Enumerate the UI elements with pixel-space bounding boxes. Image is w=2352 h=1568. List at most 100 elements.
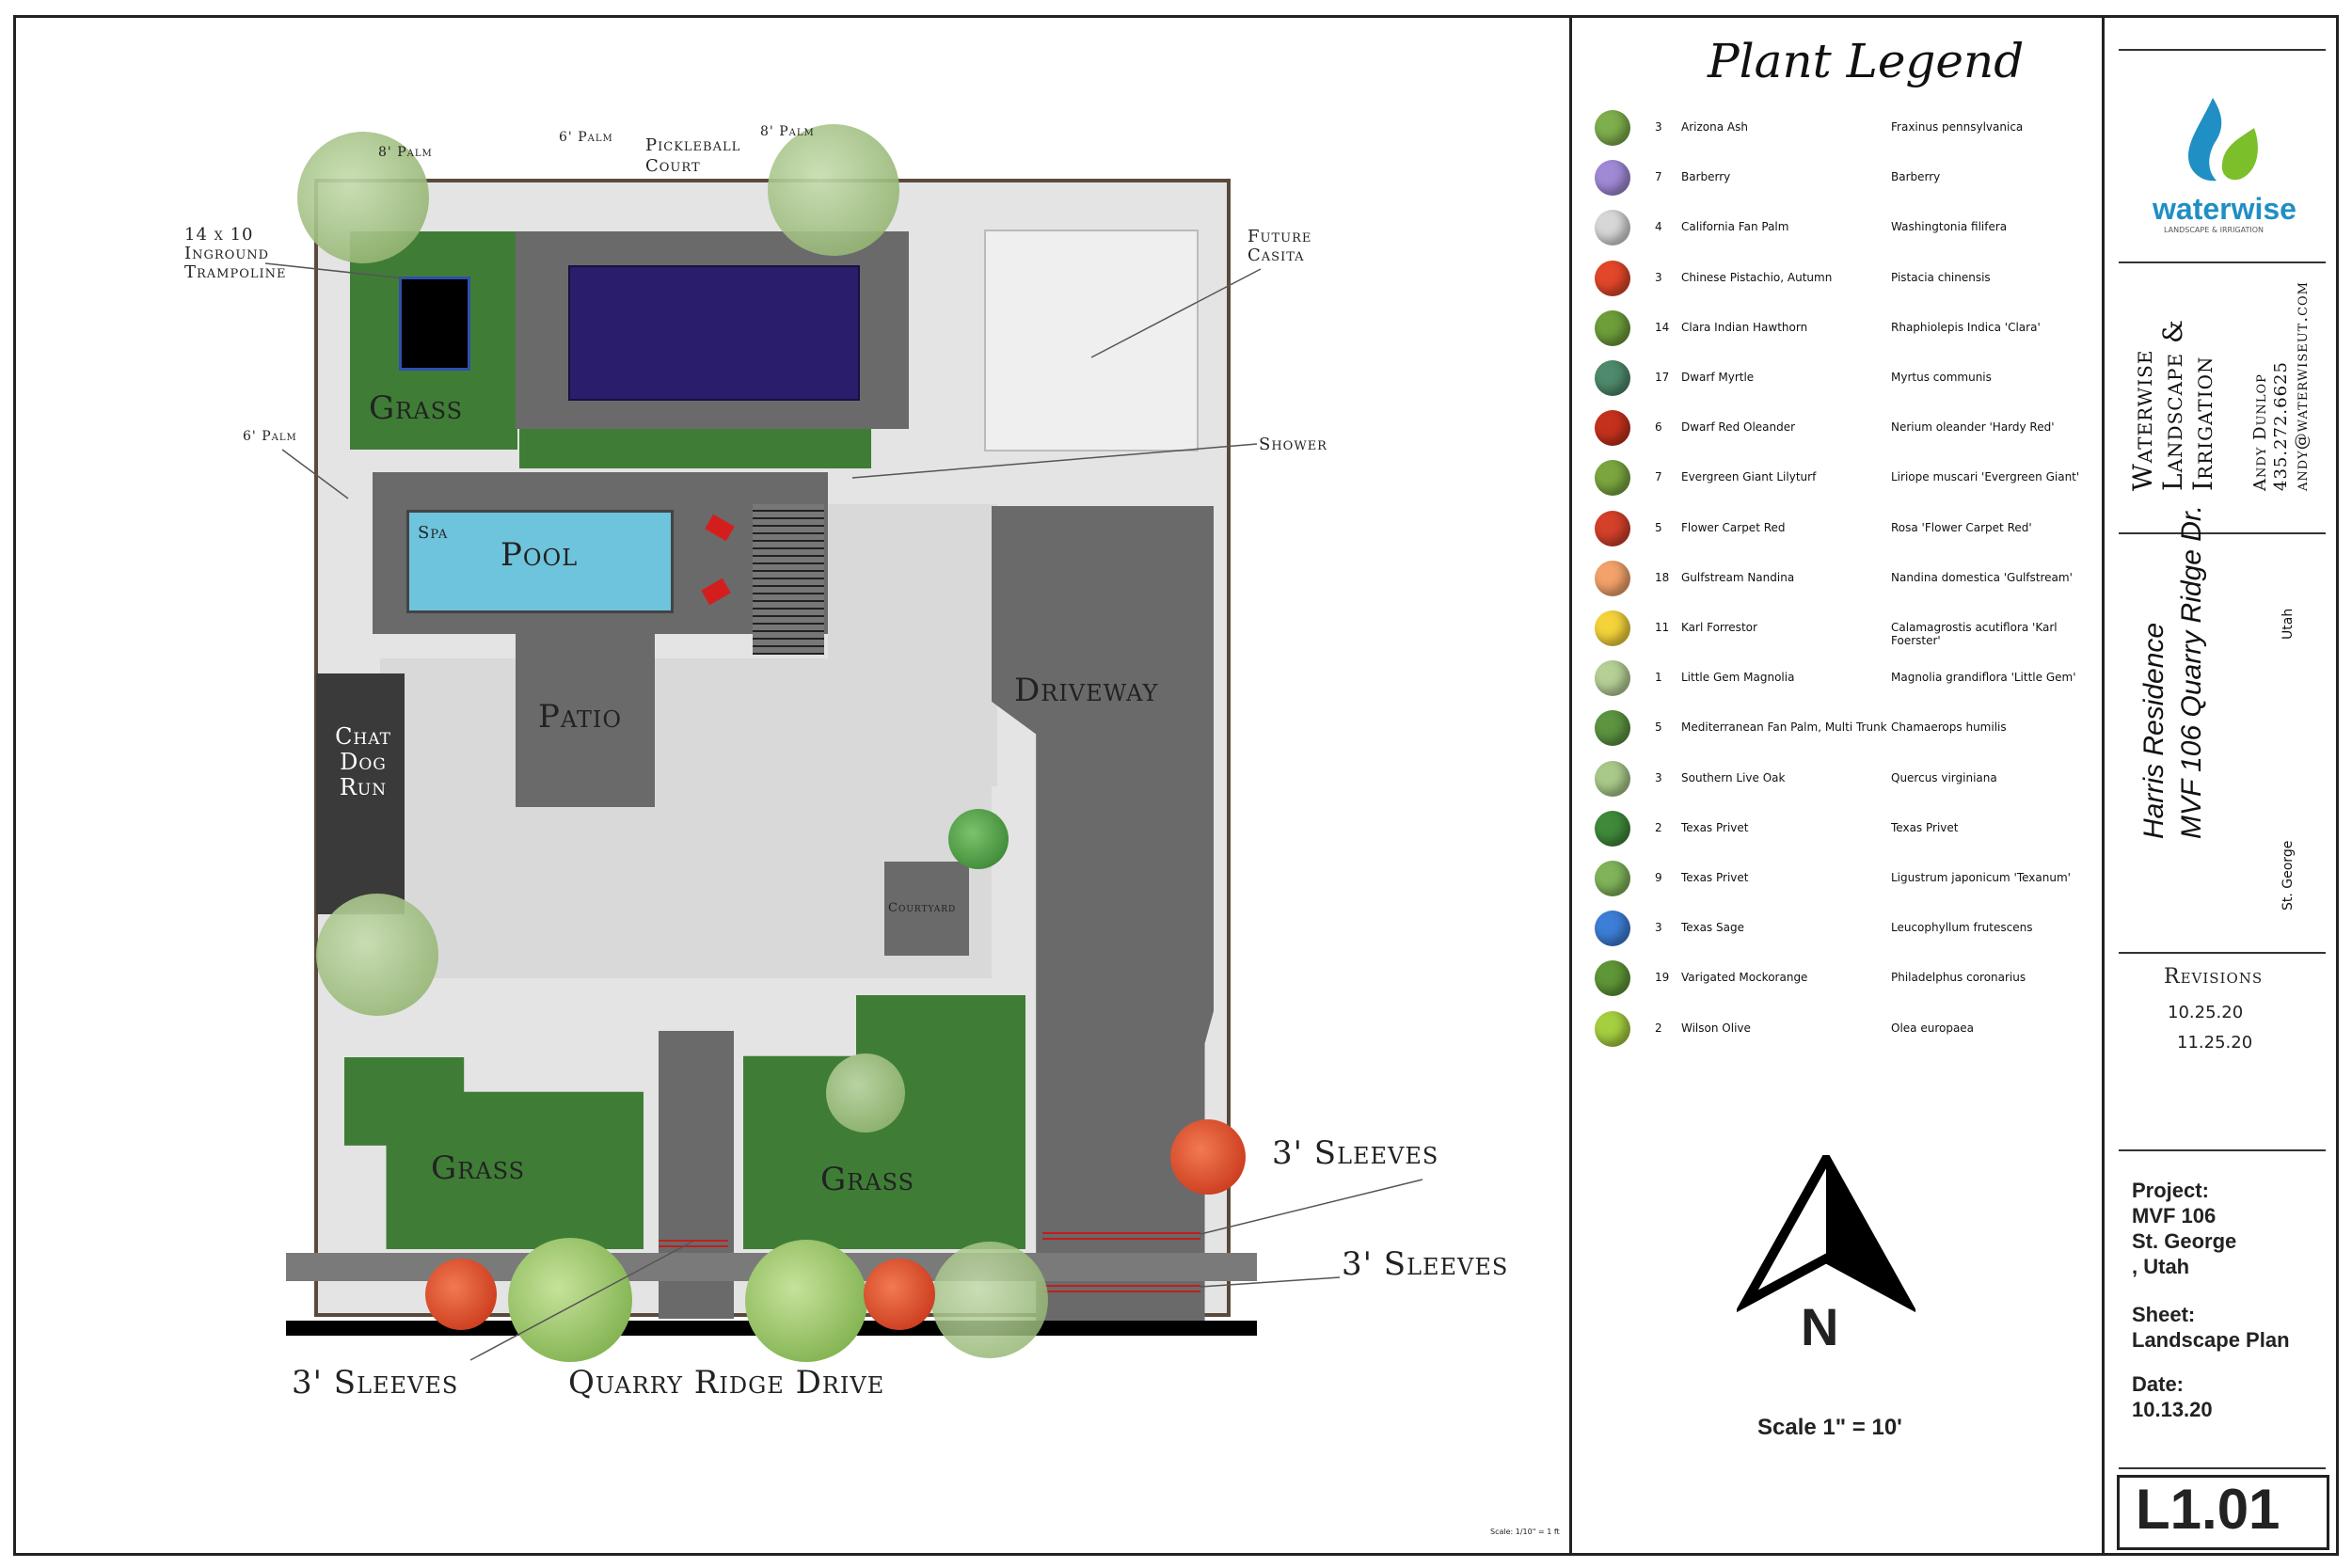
- legend-botanical-name: Magnolia grandiflora 'Little Gem': [1891, 671, 2076, 685]
- patio-block: [516, 632, 655, 807]
- legend-qty: 6: [1655, 420, 1662, 435]
- legend-botanical-name: Nerium oleander 'Hardy Red': [1891, 420, 2055, 435]
- legend-botanical-name: Pistacia chinensis: [1891, 270, 1991, 284]
- legend-qty: 11: [1655, 621, 1670, 634]
- tree-canopy-red: [1170, 1119, 1246, 1195]
- legend-titleblock-divider: [2102, 15, 2105, 1556]
- legend-botanical-name: Myrtus communis: [1891, 371, 1992, 384]
- tb-rule: [2119, 532, 2326, 534]
- legend-common-name: Chinese Pistachio, Autumn: [1681, 270, 1833, 284]
- legend-qty: 3: [1655, 770, 1662, 784]
- legend-botanical-name: Rosa 'Flower Carpet Red': [1891, 520, 2032, 534]
- plant-swatch-icon: [1595, 760, 1630, 797]
- date-value: 10.13.20: [2132, 1398, 2213, 1421]
- label-street: Quarry Ridge Drive: [568, 1364, 885, 1402]
- label-sleeves-right-bottom: 3' Sleeves: [1342, 1245, 1509, 1283]
- legend-common-name: Southern Live Oak: [1681, 770, 1786, 784]
- company-name-line-2: Landscape &: [2157, 319, 2188, 491]
- sheet-border: [13, 15, 2339, 1556]
- plant-swatch-icon: [1595, 460, 1630, 497]
- legend-qty: 17: [1655, 371, 1670, 384]
- pickleball-court: [568, 265, 860, 401]
- tree-canopy: [508, 1238, 632, 1362]
- tb-rule: [2119, 49, 2326, 51]
- tree-canopy: [316, 894, 438, 1016]
- legend-common-name: Varigated Mockorange: [1681, 971, 1808, 985]
- north-arrow-icon: [1737, 1155, 1915, 1313]
- leader-lines: [264, 262, 1423, 1361]
- plant-swatch-icon: [1595, 309, 1630, 346]
- future-casita: [984, 230, 1199, 451]
- tree-canopy: [768, 124, 899, 256]
- legend-qty: 7: [1655, 170, 1662, 184]
- legend-common-name: California Fan Palm: [1681, 220, 1789, 234]
- legend-qty: 14: [1655, 320, 1670, 334]
- legend-row: 9 Texas Privet Ligustrum japonicum 'Texanu…: [1595, 858, 2103, 901]
- legend-common-name: Texas Sage: [1681, 921, 1744, 935]
- north-letter: N: [1801, 1297, 1839, 1356]
- legend-botanical-name: Barberry: [1891, 170, 1941, 184]
- contact-name: Andy Dunlop: [2250, 373, 2270, 491]
- legend-qty: 3: [1655, 120, 1662, 134]
- label-pool: Pool: [501, 536, 579, 574]
- label-sleeves-left: 3' Sleeves: [292, 1364, 459, 1402]
- label-palm-8-left: 8' Palm: [378, 145, 433, 160]
- revisions-label: Revisions: [2164, 965, 2264, 989]
- legend-scale: Scale 1" = 10': [1757, 1415, 1902, 1440]
- date-label: Date:: [2132, 1372, 2185, 1396]
- sleeve-3: [659, 1240, 728, 1247]
- legend-qty: 9: [1655, 871, 1662, 884]
- legend-qty: 4: [1655, 220, 1662, 234]
- plant-swatch-icon: [1595, 610, 1630, 646]
- legend-qty: 2: [1655, 1021, 1662, 1035]
- legend-qty: 3: [1655, 921, 1662, 935]
- legend-qty: 7: [1655, 470, 1662, 484]
- sleeve-2: [1042, 1285, 1200, 1292]
- plant-swatch-icon: [1595, 810, 1630, 847]
- legend-row: 5 Mediterranean Fan Palm, Multi Trunk Cham…: [1595, 707, 2103, 751]
- label-future-casita: Future Casita: [1248, 227, 1312, 265]
- tree-canopy: [745, 1240, 867, 1362]
- courtyard: [884, 862, 969, 956]
- revision-2: 11.25.20: [2177, 1033, 2253, 1053]
- legend-row: 19 Varigated Mockorange Philadelphus coron…: [1595, 958, 2103, 1001]
- tree-canopy-red: [864, 1259, 935, 1330]
- plant-swatch-icon: [1595, 410, 1630, 447]
- legend-botanical-name: Chamaerops humilis: [1891, 721, 2007, 735]
- legend-qty: 19: [1655, 971, 1670, 985]
- plant-swatch-icon: [1595, 660, 1630, 697]
- contact-phone: 435.272.6625: [2271, 361, 2291, 491]
- plant-swatch-icon: [1595, 260, 1630, 296]
- company-name-vertical: Waterwise Landscape & Irrigation: [2127, 319, 2218, 491]
- legend-botanical-name: Philadelphus coronarius: [1891, 971, 2026, 985]
- legend-qty: 5: [1655, 520, 1662, 534]
- legend-botanical-name: Ligustrum japonicum 'Texanum': [1891, 871, 2071, 884]
- project-city: St. George: [2280, 840, 2296, 911]
- sheet-number-box: [2117, 1475, 2329, 1550]
- legend-qty: 18: [1655, 570, 1670, 584]
- legend-qty: 5: [1655, 721, 1662, 735]
- project-line-2: St. George: [2132, 1229, 2237, 1253]
- legend-common-name: Karl Forrestor: [1681, 621, 1757, 634]
- company-name-line-3: Irrigation: [2187, 356, 2218, 491]
- plant-swatch-icon: [1595, 160, 1630, 197]
- legend-common-name: Texas Privet: [1681, 871, 1749, 884]
- plant-swatch-icon: [1595, 1010, 1630, 1047]
- legend-common-name: Evergreen Giant Lilyturf: [1681, 470, 1817, 484]
- label-patio: Patio: [538, 698, 623, 736]
- plant-swatch-icon: [1595, 861, 1630, 896]
- label-sleeves-right-top: 3' Sleeves: [1272, 1134, 1439, 1172]
- legend-common-name: Mediterranean Fan Palm, Multi Trunk: [1681, 721, 1887, 735]
- sheet-label: Sheet:: [2132, 1303, 2196, 1326]
- tree-canopy: [931, 1242, 1048, 1358]
- legend-botanical-name: Fraxinus pennsylvanica: [1891, 120, 2024, 134]
- project-state: Utah: [2280, 608, 2296, 640]
- plan-legend-divider: [1569, 15, 1572, 1556]
- legend-botanical-name: Leucophyllum frutescens: [1891, 921, 2033, 935]
- sleeve-1: [1042, 1232, 1200, 1240]
